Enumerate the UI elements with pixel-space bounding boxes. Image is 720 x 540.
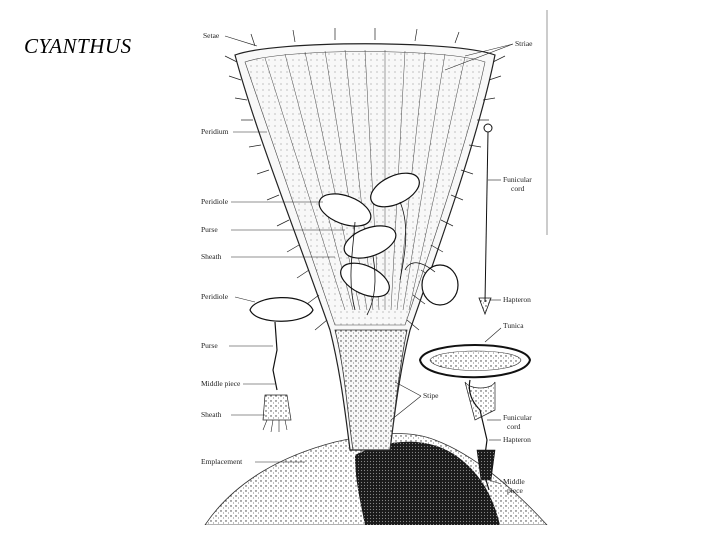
label-sheath-detached: Sheath (201, 410, 222, 419)
detached-peridiole-left (249, 297, 314, 433)
sectioned-peridiole (418, 344, 532, 491)
label-sheath: Sheath (201, 252, 222, 261)
slide-title: CYANTHUS (24, 34, 132, 58)
label-emplacement: Emplacement (201, 457, 243, 466)
label-funicular-cord-2: cord (511, 184, 525, 193)
cyathus-diagram-plate: Setae Peridium Peridiole Purse Sheath Pe… (195, 10, 548, 525)
emplacement-mound (204, 433, 548, 525)
cyathus-diagram: Setae Peridium Peridiole Purse Sheath Pe… (201, 10, 548, 525)
label-setae: Setae (203, 31, 220, 40)
label-middle-piece: Middle piece (201, 379, 241, 388)
peridioles-in-cup (318, 172, 459, 316)
label-striae: Striae (515, 39, 533, 48)
label-peridium: Peridium (201, 127, 229, 136)
label-stipe: Stipe (423, 391, 439, 400)
label-middle-piece-right-1: Middle (503, 477, 525, 486)
label-purse-detached: Purse (201, 341, 218, 350)
leader-lines (224, 35, 514, 485)
label-peridiole-detached: Peridiole (201, 292, 229, 301)
funicular-cord-right (478, 123, 493, 316)
label-funicular-cord-1: Funicular (503, 175, 532, 184)
label-funicular-cord2-2: cord (507, 422, 521, 431)
label-funicular-cord2-1: Funicular (503, 413, 532, 422)
label-hapteron: Hapteron (503, 295, 531, 304)
label-purse: Purse (201, 225, 218, 234)
label-middle-piece-right-2: piece (507, 486, 523, 495)
label-tunica: Tunica (503, 321, 524, 330)
label-peridiole: Peridiole (201, 197, 229, 206)
label-hapteron-lower: Hapteron (503, 435, 531, 444)
